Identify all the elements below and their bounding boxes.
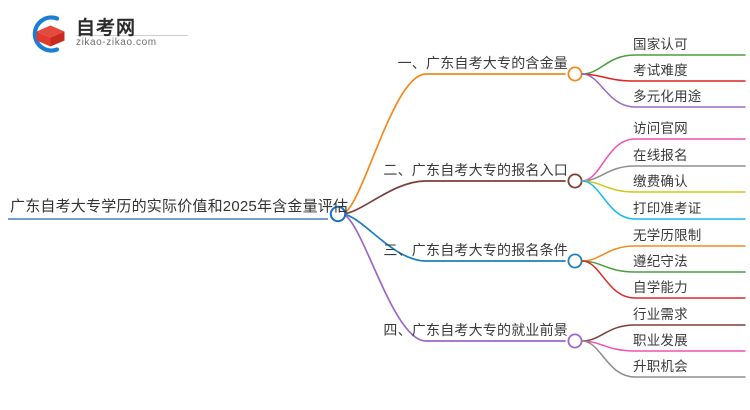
subbranch-label-4-3: 升职机会 — [633, 359, 688, 374]
subbranch-label-4-1: 行业需求 — [633, 307, 688, 322]
subbranch-label-3-1: 无学历限制 — [633, 228, 702, 243]
logo-name: 自考网 — [76, 18, 137, 39]
subbranch-label-2-2: 在线报名 — [633, 148, 688, 163]
branch-node-1[interactable] — [567, 66, 583, 82]
branch-label-1: 一、广东自考大专的含金量 — [397, 55, 568, 71]
branch-node-4[interactable] — [567, 333, 583, 349]
logo-url: zikao-zikao.com — [76, 37, 157, 48]
branch-label-3: 三、广东自考大专的报名条件 — [383, 242, 568, 258]
subbranch-label-2-1: 访问官网 — [633, 121, 688, 136]
root-node-label: 广东自考大专学历的实际价值和2025年含金量评估 — [10, 198, 349, 215]
subbranch-label-3-3: 自学能力 — [633, 280, 688, 295]
subbranch-label-2-3: 缴费确认 — [633, 174, 688, 189]
subbranch-label-3-2: 遵纪守法 — [633, 254, 688, 269]
subbranch-label-4-2: 职业发展 — [633, 333, 688, 348]
branch-curve-1 — [341, 73, 566, 215]
branch-label-2: 二、广东自考大专的报名入口 — [383, 162, 568, 178]
logo-divider — [76, 35, 188, 36]
subbranch-label-2-4: 打印准考证 — [633, 201, 702, 216]
subbranch-label-1-1: 国家认可 — [633, 37, 688, 52]
subbranch-label-1-2: 考试难度 — [633, 63, 688, 78]
branch-label-4: 四、广东自考大专的就业前景 — [383, 322, 568, 338]
branch-node-3[interactable] — [567, 253, 583, 269]
subbranch-label-1-3: 多元化用途 — [633, 89, 702, 104]
site-logo: 自考网 zikao-zikao.com — [26, 10, 188, 56]
branch-curve-2 — [341, 180, 566, 215]
graduation-cap-icon — [32, 15, 65, 53]
branch-node-2[interactable] — [567, 173, 583, 189]
